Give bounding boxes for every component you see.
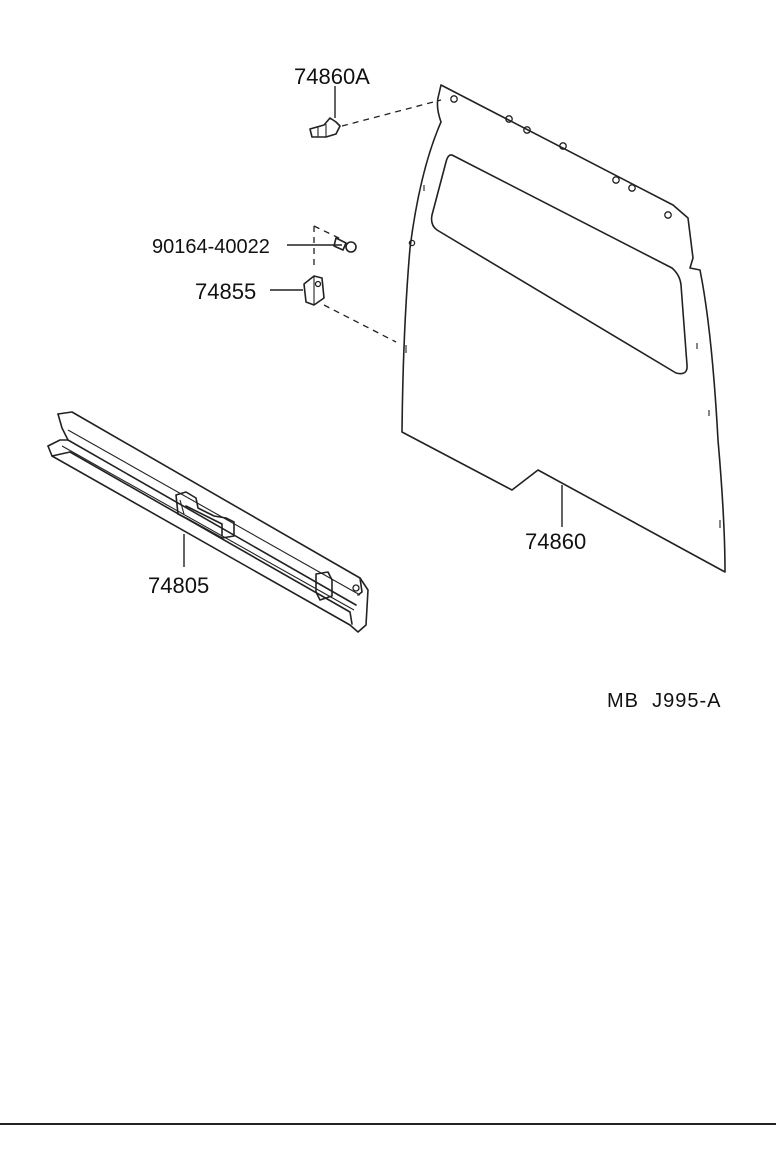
screw-part xyxy=(287,225,357,270)
label-bracket-part-number: 74855 xyxy=(195,279,256,304)
clip-part xyxy=(309,86,442,138)
bracket-part xyxy=(270,275,397,343)
rail-part xyxy=(47,411,369,633)
label-rail-part-number: 74805 xyxy=(148,573,209,598)
board-panel xyxy=(401,84,726,573)
board-holes xyxy=(405,95,721,528)
diagram-reference-code: MB J995-A xyxy=(607,690,721,712)
label-screw-part-number: 90164-40022 xyxy=(152,236,270,258)
label-board-part-number: 74860 xyxy=(525,529,586,554)
label-clip-part-number: 74860A xyxy=(294,64,370,89)
